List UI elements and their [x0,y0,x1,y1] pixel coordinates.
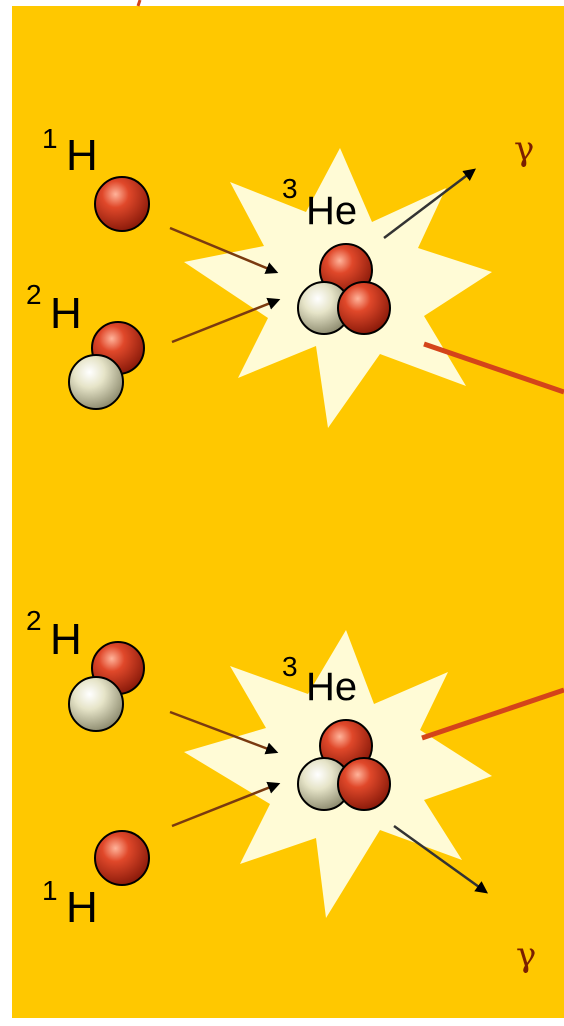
reaction-1-product-symbol: He [306,189,357,233]
reaction-1-gamma-ray [423,341,564,395]
reaction-1-arrow-out [383,168,476,239]
reaction-1-reactant-1-mass-number: 1 [42,123,58,154]
reaction-2-arrow-in-top [169,710,279,755]
reaction-2-arrow-in-bottom [171,781,281,828]
reaction-1-arrow-in-bottom [171,297,281,344]
reaction-2-gamma-ray [421,687,564,741]
reaction-2: 2 H 1 H 3 He γ [26,605,564,975]
reaction-1: 1 H 2 H 3 He γ [26,123,564,428]
reaction-1-reactant-2-symbol: H [50,289,82,338]
reaction-1-arrow-in-top [169,226,279,274]
top-fragment-mark [136,0,142,7]
reaction-2-product-proton-bottom [337,757,391,811]
reaction-2-reactant-1-mass-number: 2 [26,605,42,636]
reaction-2-product-mass-number: 3 [282,651,298,682]
reaction-1-product-mass-number: 3 [282,173,298,204]
reaction-2-reactant-1-neutron [68,676,124,732]
reaction-2-product-symbol: He [306,665,357,709]
reaction-2-reactant-2-proton [94,830,150,886]
reaction-2-emission-label: γ [516,935,536,975]
reaction-1-reactant-1-proton [94,176,150,232]
reaction-2-reactant-2-mass-number: 1 [42,875,58,906]
reaction-2-reactant-1-symbol: H [50,615,82,664]
reaction-1-reactant-1-symbol: H [66,131,98,180]
reaction-2-arrow-out [393,824,489,894]
reaction-2-reactant-2-symbol: H [66,883,98,932]
reaction-1-product-proton-bottom [337,281,391,335]
reaction-1-emission-label: γ [514,129,534,169]
reaction-1-reactant-2-mass-number: 2 [26,279,42,310]
reaction-1-reactant-2-neutron [68,354,124,410]
